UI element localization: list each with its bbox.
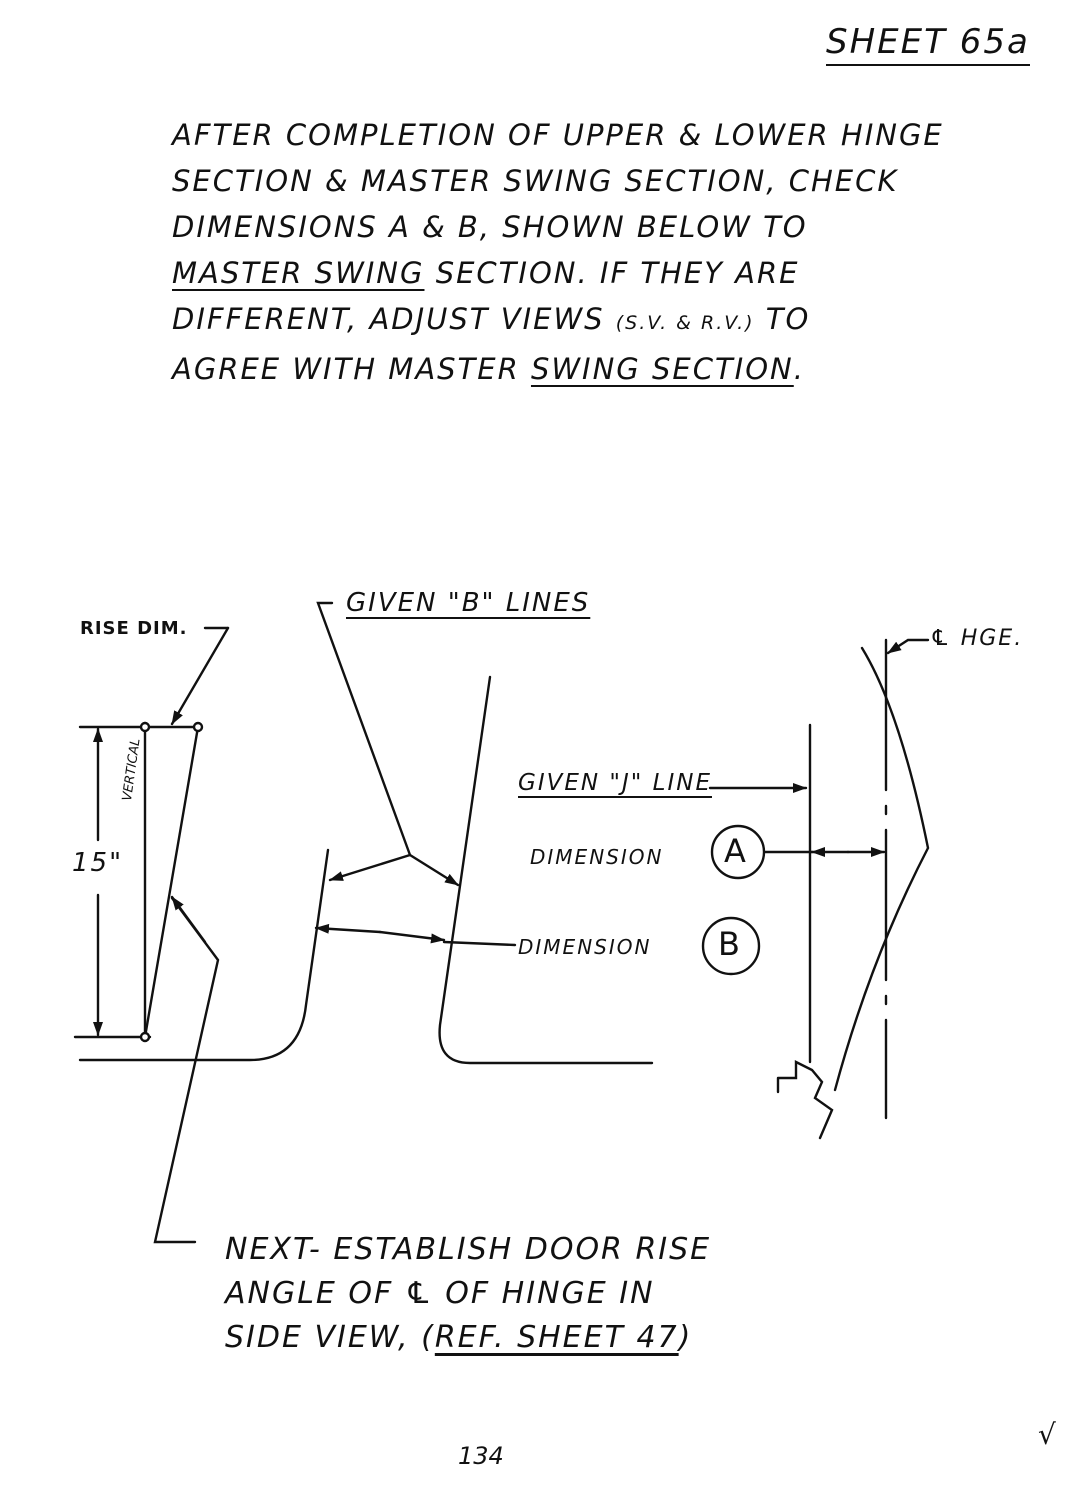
dimension-a-letter: A: [724, 832, 746, 870]
dimension-a-text: DIMENSION: [530, 845, 664, 869]
note-line-2: ANGLE OF ℄ OF HINGE IN: [225, 1276, 655, 1311]
instruction-line-5-end: TO: [754, 302, 811, 336]
note-line-3-end: ): [678, 1320, 693, 1355]
instruction-line-3: DIMENSIONS A & B, SHOWN BELOW TO: [172, 210, 808, 244]
dimension-a-circle: [710, 824, 766, 880]
right-b-line-profile: [438, 675, 654, 1065]
cl-hinge-label: ℄ HGE.: [930, 626, 1024, 651]
instruction-line-2: SECTION & MASTER SWING SECTION, CHECK: [172, 164, 899, 198]
instruction-line-5-text: DIFFERENT, ADJUST VIEWS: [172, 302, 616, 336]
instruction-line-6-end: .: [793, 352, 805, 386]
dimension-b-circle: [701, 916, 761, 976]
cl-hinge-leader: [886, 638, 930, 655]
rise-point-bottom: [139, 1031, 151, 1043]
dimension-b-arrow-left: [314, 923, 382, 934]
lower-hinge-detail: [776, 1060, 834, 1140]
given-j-line-label: GIVEN "J" LINE: [518, 770, 712, 796]
rise-dim-label: RISE DIM.: [80, 618, 188, 639]
instruction-line-1: AFTER COMPLETION OF UPPER & LOWER HINGE: [172, 118, 944, 152]
b-leader-arrow-left: [328, 853, 412, 882]
instruction-line-6: AGREE WITH MASTER SWING SECTION.: [172, 346, 1052, 392]
rise-point-top-right: [192, 721, 204, 733]
dimension-b-arrow-right: [378, 930, 446, 944]
rise-point-top-left: [139, 721, 151, 733]
swing-section-underlined: SWING SECTION: [530, 352, 794, 386]
views-abbrev: (S.V. & R.V.): [615, 312, 755, 334]
dimension-b-leader: [442, 940, 517, 947]
note-leader: [153, 896, 220, 1244]
instruction-line-4: MASTER SWING SECTION. IF THEY ARE: [172, 250, 1052, 296]
instruction-line-5: DIFFERENT, ADJUST VIEWS (S.V. & R.V.) TO: [172, 296, 1052, 346]
hinge-centerline-side-view: [143, 725, 200, 1039]
instruction-line-4-rest: SECTION. IF THEY ARE: [424, 256, 800, 290]
note-line-3-text: SIDE VIEW, (: [225, 1320, 435, 1355]
bottom-note: NEXT- ESTABLISH DOOR RISE ANGLE OF ℄ OF …: [225, 1228, 711, 1360]
swing-arc: [833, 646, 930, 1092]
note-leader-arrow: [170, 895, 207, 944]
instruction-line-6-text: AGREE WITH MASTER: [172, 352, 531, 386]
left-b-line-profile: [78, 848, 330, 1062]
given-b-lines-leader: [316, 601, 412, 857]
ref-sheet-underlined: REF. SHEET 47: [434, 1320, 679, 1355]
check-mark: √: [1038, 1418, 1056, 1451]
dimension-b-text: DIMENSION: [518, 935, 652, 959]
master-swing-underlined: MASTER SWING: [172, 256, 425, 290]
dimension-b-letter: B: [718, 925, 740, 963]
b-leader-arrow-right: [408, 853, 460, 887]
rise-dim-leader: [170, 626, 230, 726]
page-number: 134: [458, 1442, 504, 1470]
fifteen-inch-label: 15": [72, 848, 124, 878]
given-b-lines-label: GIVEN "B" LINES: [346, 588, 591, 618]
note-line-1: NEXT- ESTABLISH DOOR RISE: [225, 1232, 712, 1267]
instructions-text: AFTER COMPLETION OF UPPER & LOWER HINGE …: [172, 112, 1052, 392]
note-line-3: SIDE VIEW, (REF. SHEET 47): [225, 1316, 711, 1360]
sheet-title: SHEET 65a: [826, 22, 1030, 66]
